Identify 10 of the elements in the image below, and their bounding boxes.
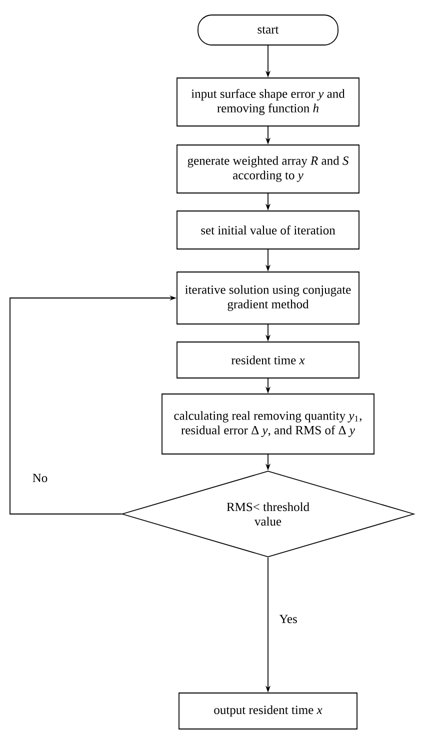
process-box: input surface shape error y and removing function h (176, 78, 360, 126)
process-box: generate weighted array R and S according to y (176, 144, 360, 194)
process-box: calculating real removing quantity y$_{1}$, residual error Δ y, and RMS of Δ y (162, 394, 374, 454)
start-terminal: start (198, 14, 338, 46)
process-box: set initial value of iteration (176, 210, 360, 250)
edge-label: No (31, 472, 49, 484)
process-box: output resident time x (178, 692, 358, 730)
edge-label: Yes (278, 614, 298, 624)
process-box: resident time x (176, 342, 360, 378)
process-box: iterative solution using conjugate gradient method (176, 272, 360, 324)
